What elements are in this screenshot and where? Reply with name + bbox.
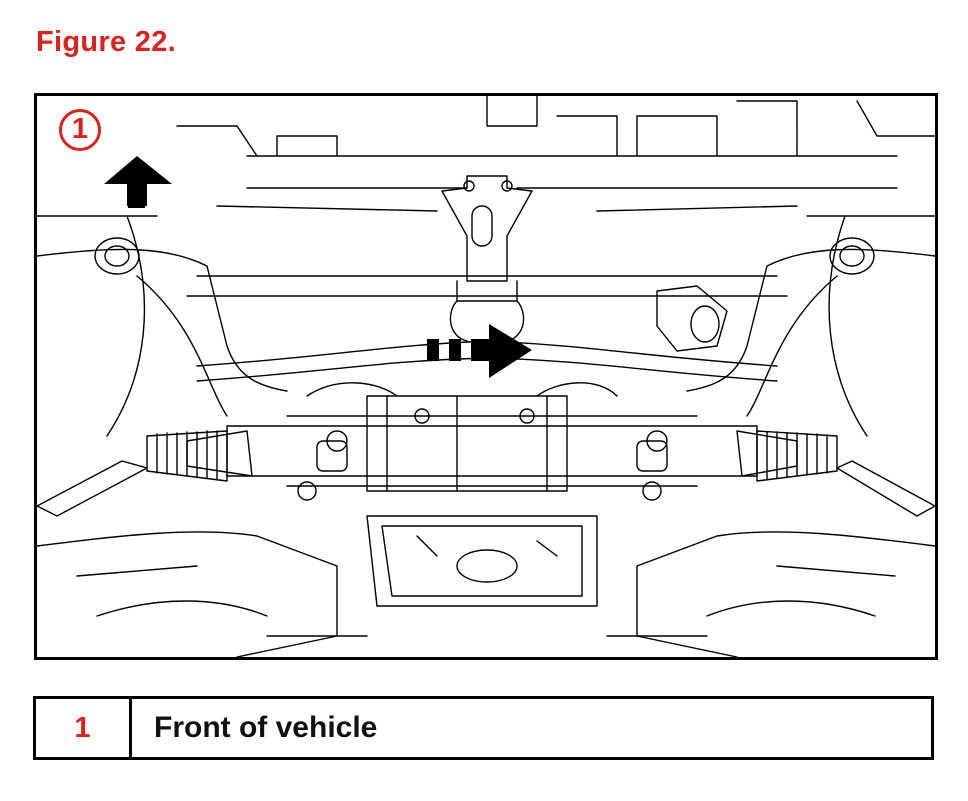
steering-rack xyxy=(186,382,798,501)
rack-boots xyxy=(37,430,935,517)
upper-frame-lines xyxy=(37,96,935,217)
diagram-frame: 1 xyxy=(34,93,938,660)
front-callout-number: 1 xyxy=(59,109,101,151)
lower-control-arms xyxy=(37,531,935,657)
legend-description: Front of vehicle xyxy=(154,711,378,744)
legend-number: 1 xyxy=(36,699,132,757)
legend-table: 1 Front of vehicle xyxy=(33,696,934,760)
dashed-right-arrow-icon xyxy=(427,324,532,378)
mount-bushings xyxy=(94,237,875,352)
figure-title: Figure 22. xyxy=(36,26,176,58)
oil-pan xyxy=(366,515,598,607)
crossmember xyxy=(37,215,935,437)
undercarriage-illustration xyxy=(37,96,935,657)
up-arrow-icon xyxy=(104,156,172,208)
engine-mount xyxy=(441,175,533,342)
